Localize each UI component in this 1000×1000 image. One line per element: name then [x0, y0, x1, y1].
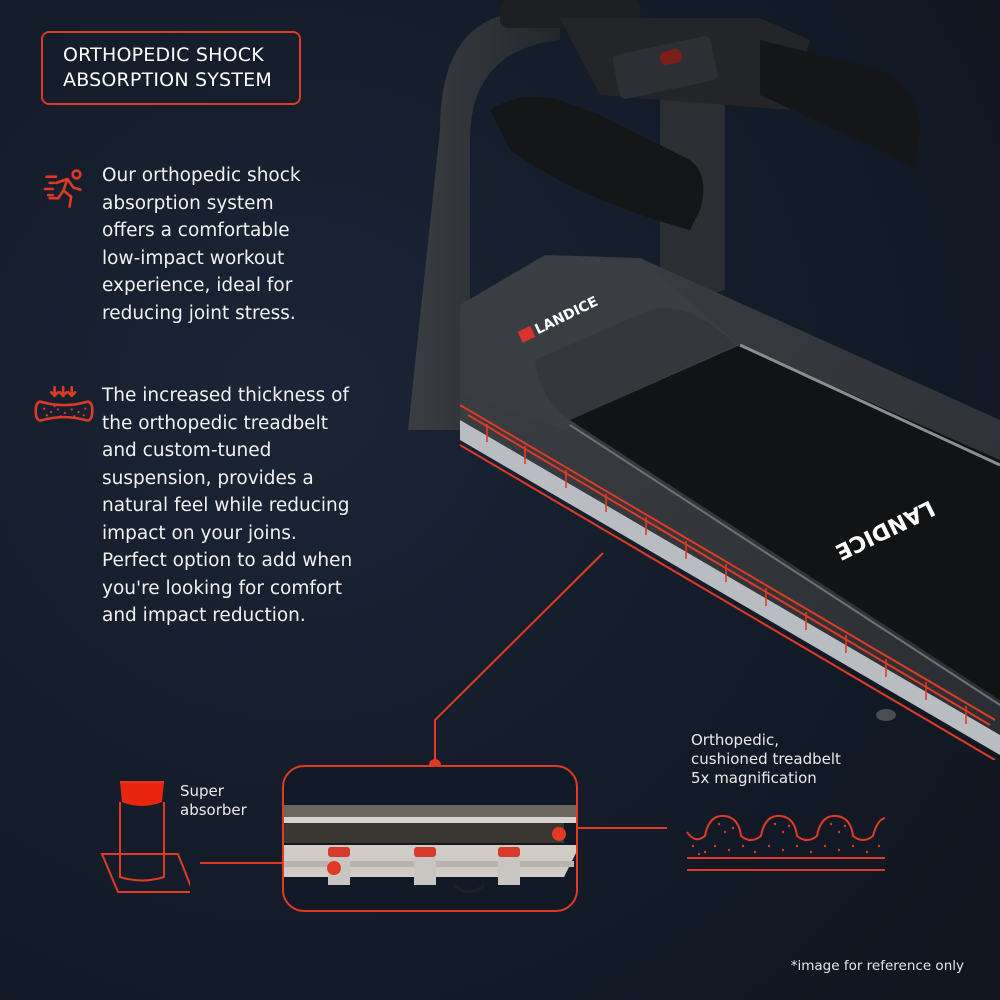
disclaimer: *image for reference only	[790, 958, 964, 974]
cushion-compression-icon	[34, 385, 94, 422]
suspension-detail-photo	[282, 765, 578, 912]
treadmill-image: LANDICE LANDICE	[408, 0, 1000, 760]
suspension-segments	[486, 424, 967, 724]
running-person-icon	[43, 169, 82, 208]
title-line-2: ABSORPTION SYSTEM	[63, 69, 272, 91]
title-box: ORTHOPEDIC SHOCK ABSORPTION SYSTEM	[41, 31, 301, 105]
treadbelt-label: Orthopedic, cushioned treadbelt 5x magni…	[691, 731, 841, 787]
feature-low-impact: Our orthopedic shock absorption system o…	[34, 162, 374, 332]
feature-treadbelt-thickness: The increased thickness of the orthopedi…	[34, 382, 374, 632]
feature-low-impact-text: Our orthopedic shock absorption system o…	[102, 165, 301, 324]
feature-treadbelt-text: The increased thickness of the orthopedi…	[102, 385, 353, 626]
suspension-detail-image	[284, 805, 576, 894]
title-line-1: ORTHOPEDIC SHOCK	[63, 44, 264, 66]
super-absorber-label: Super absorber	[180, 782, 247, 819]
super-absorber-icon	[100, 781, 190, 893]
treadbelt-magnification-icon	[686, 814, 885, 871]
